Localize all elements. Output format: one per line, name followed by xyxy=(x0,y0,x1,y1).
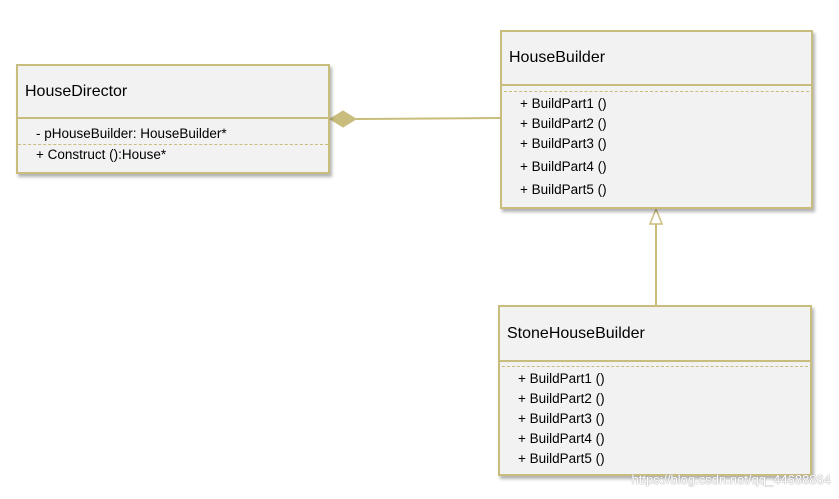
class-house-builder-operations: + BuildPart1 () + BuildPart2 () + BuildP… xyxy=(502,86,811,200)
composition-diamond xyxy=(329,110,357,128)
operation-buildpart5: + BuildPart5 () xyxy=(520,182,607,197)
class-stone-house-builder[interactable]: StoneHouseBuilder + BuildPart1 () + Buil… xyxy=(498,305,812,476)
class-house-director-attributes: - pHouseBuilder: HouseBuilder* xyxy=(18,119,328,144)
operation-buildpart3: + BuildPart3 () xyxy=(518,411,605,426)
operation-buildpart2: + BuildPart2 () xyxy=(520,116,607,131)
class-house-builder-title: HouseBuilder xyxy=(502,32,811,86)
operation-buildpart4: + BuildPart4 () xyxy=(520,159,607,174)
class-house-director-title: HouseDirector xyxy=(18,66,328,119)
operation-construct: + Construct ():House* xyxy=(36,147,167,162)
operation-buildpart3: + BuildPart3 () xyxy=(520,136,607,151)
class-house-builder-divider xyxy=(504,91,809,92)
operation-buildpart2: + BuildPart2 () xyxy=(518,391,605,406)
operation-buildpart1: + BuildPart1 () xyxy=(518,371,605,386)
class-house-builder[interactable]: HouseBuilder + BuildPart1 () + BuildPart… xyxy=(500,30,813,209)
class-stone-house-builder-divider xyxy=(502,366,808,367)
generalization-arrowhead xyxy=(648,206,664,225)
attribute-phousebuilder: - pHouseBuilder: HouseBuilder* xyxy=(36,126,227,141)
class-house-director-operations: + Construct ():House* xyxy=(18,144,328,165)
composition-line xyxy=(355,117,503,120)
operation-buildpart1: + BuildPart1 () xyxy=(520,96,607,111)
operation-buildpart4: + BuildPart4 () xyxy=(518,431,605,446)
class-stone-house-builder-operations: + BuildPart1 () + BuildPart2 () + BuildP… xyxy=(500,362,810,469)
class-house-director[interactable]: HouseDirector - pHouseBuilder: HouseBuil… xyxy=(16,64,330,174)
watermark-url: https://blog.csdn.net/qq_44688864 xyxy=(631,472,832,487)
operation-buildpart5: + BuildPart5 () xyxy=(518,451,605,466)
class-stone-house-builder-title: StoneHouseBuilder xyxy=(500,307,810,362)
